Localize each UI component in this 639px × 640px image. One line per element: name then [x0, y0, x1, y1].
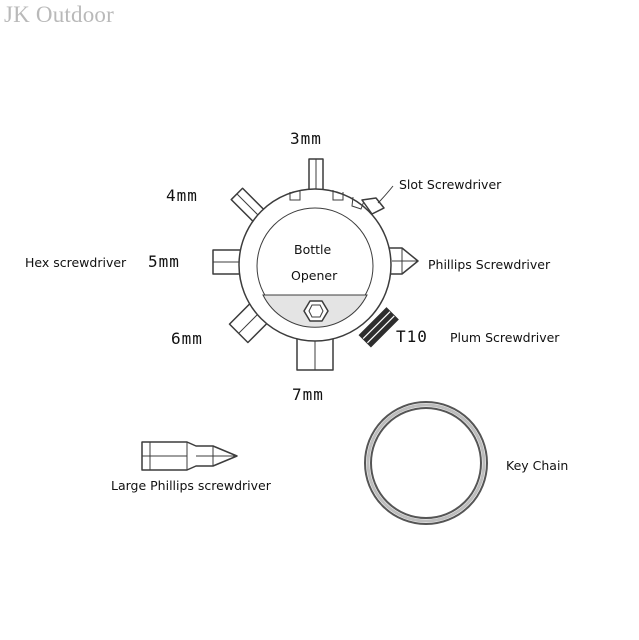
label-hex-screwdriver: Hex screwdriver — [25, 255, 127, 270]
label-phillips-screwdriver: Phillips Screwdriver — [428, 257, 551, 272]
label-7mm: 7mm — [292, 385, 324, 404]
label-key-chain: Key Chain — [506, 458, 569, 473]
hex-bit-3mm — [308, 158, 324, 198]
hex-nut — [303, 300, 329, 322]
label-plum-screwdriver: Plum Screwdriver — [450, 330, 560, 345]
plum-t10-tip — [358, 307, 399, 348]
label-4mm: 4mm — [166, 186, 198, 205]
key-ring — [364, 401, 488, 525]
large-phillips-bit — [141, 441, 238, 471]
label-slot-screwdriver: Slot Screwdriver — [399, 177, 502, 192]
label-opener: Opener — [291, 268, 338, 283]
label-t10: T10 — [396, 327, 428, 346]
label-5mm: 5mm — [148, 252, 180, 271]
slot-leader-line — [377, 185, 394, 204]
label-3mm: 3mm — [290, 129, 322, 148]
label-bottle: Bottle — [294, 242, 332, 257]
label-large-phillips-screwdriver: Large Phillips screwdriver — [111, 478, 271, 493]
watermark-text: JK Outdoor — [4, 2, 114, 27]
label-6mm: 6mm — [171, 329, 203, 348]
